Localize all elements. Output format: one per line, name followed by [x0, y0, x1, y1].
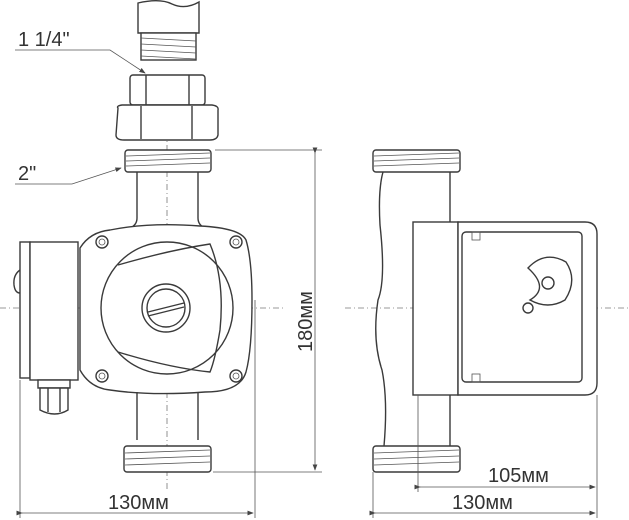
- height-dimension-label: 180мм: [295, 291, 317, 352]
- upper-neck: [129, 172, 206, 229]
- bolt-icon: [95, 235, 109, 249]
- lower-thread: [123, 445, 212, 473]
- side-view: [372, 149, 598, 473]
- motor-depth-dimension-label: 105мм: [488, 465, 549, 487]
- terminal-box: [13, 241, 79, 415]
- knob-icon: [527, 256, 573, 306]
- bolt-icon: [95, 369, 109, 383]
- union-nut: [115, 74, 219, 141]
- bolt-icon: [229, 235, 243, 249]
- vent-screw-icon: [522, 302, 534, 314]
- body-thread-label: 2": [18, 163, 36, 185]
- pipe-fitting: [137, 0, 200, 61]
- pump-housing: [79, 223, 253, 395]
- dimension-lines: [15, 49, 598, 518]
- front-width-dimension-label: 130мм: [108, 492, 169, 514]
- side-width-dimension-label: 130мм: [452, 492, 513, 514]
- upper-thread: [124, 149, 212, 173]
- lower-neck: [136, 392, 199, 440]
- inlet-thread-label: 1 1/4": [18, 29, 70, 51]
- bolt-icon: [229, 369, 243, 383]
